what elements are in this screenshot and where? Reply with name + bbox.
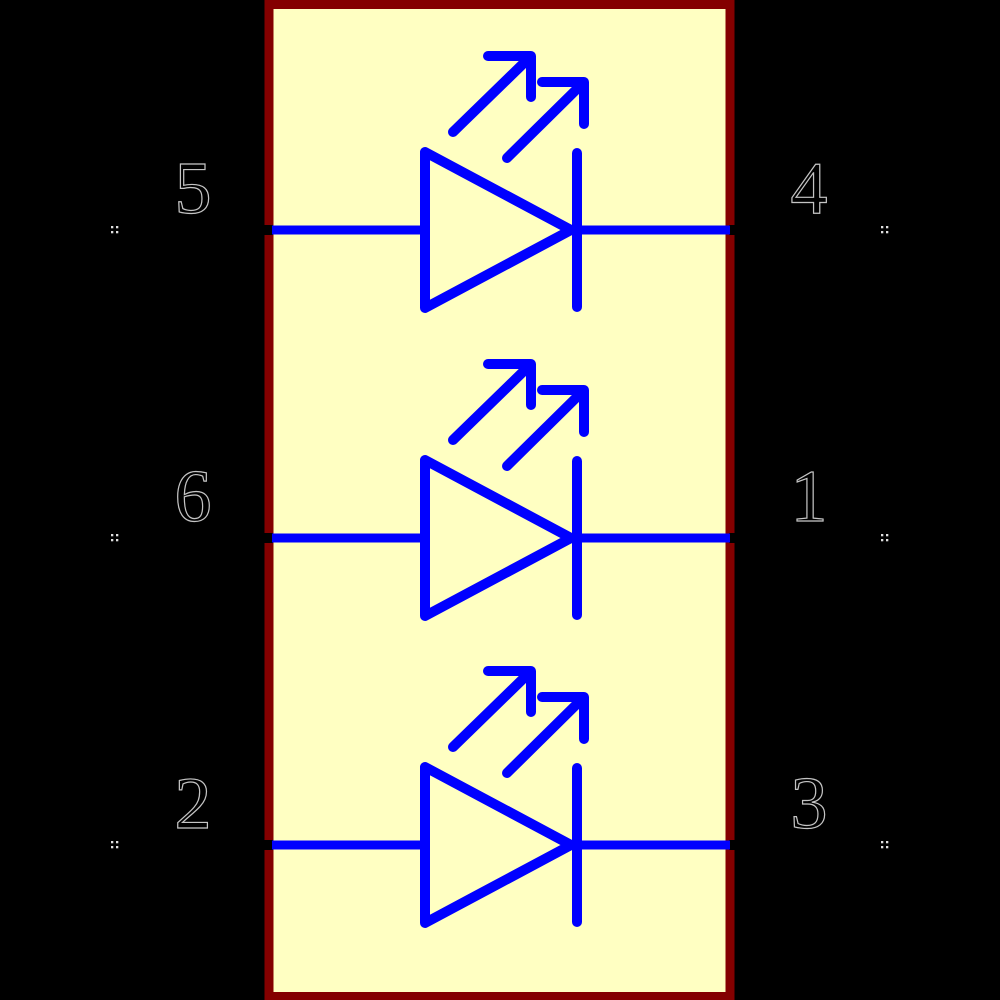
- pin-number-label: 1: [790, 456, 828, 538]
- pin-number-label: 2: [174, 763, 212, 845]
- pin-number-label: 5: [174, 148, 212, 230]
- pin-number-label: 6: [174, 456, 212, 538]
- pin-number-label: 3: [790, 763, 828, 845]
- pin-number-label: 4: [790, 148, 828, 230]
